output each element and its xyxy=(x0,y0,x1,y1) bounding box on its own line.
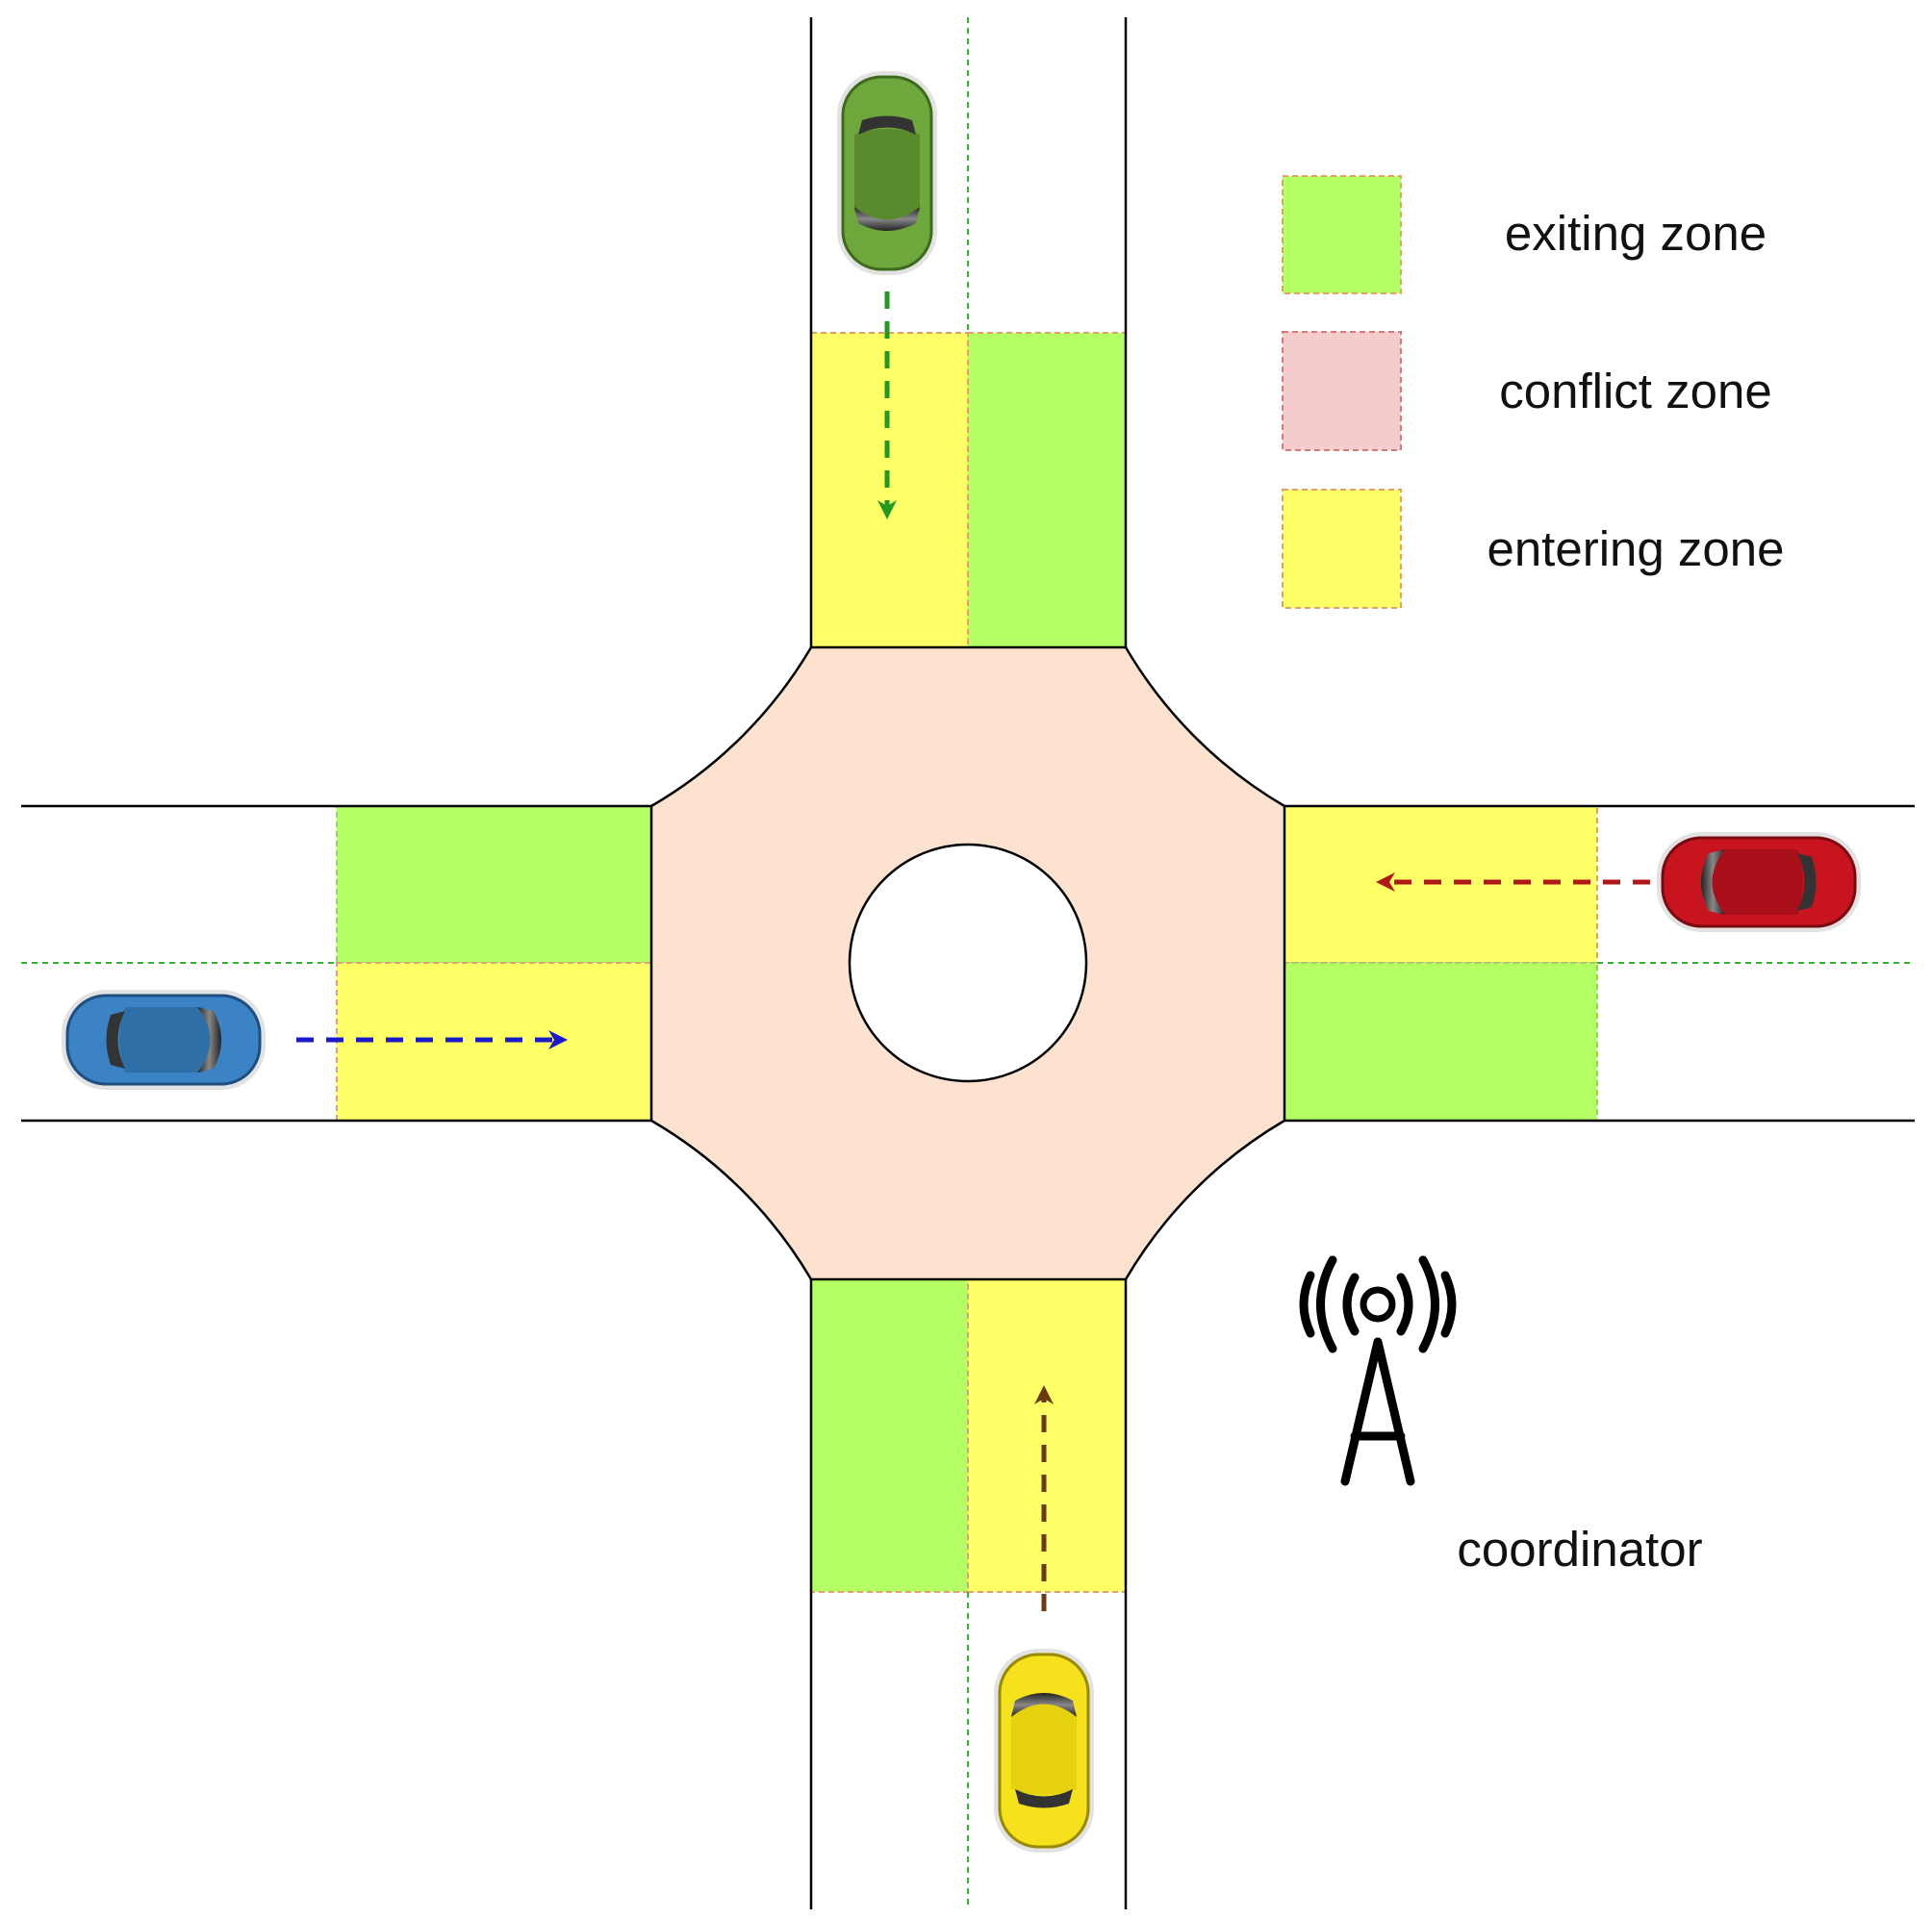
legend-label-conflict: conflict zone xyxy=(1499,364,1772,418)
legend-item-entering: entering zone xyxy=(1282,489,1785,609)
south-entering-zone xyxy=(967,1275,1127,1593)
legend-label-exiting: exiting zone xyxy=(1505,206,1767,261)
legend-item-conflict: conflict zone xyxy=(1282,331,1772,451)
east-arm-zones xyxy=(1281,805,1598,1122)
green-car xyxy=(837,71,937,275)
west-exiting-zone xyxy=(336,805,653,964)
south-arm-zones xyxy=(810,1275,1127,1593)
south-exiting-zone xyxy=(810,1275,969,1593)
west-entering-zone xyxy=(336,962,653,1122)
east-exiting-zone xyxy=(1281,962,1598,1122)
road-edges xyxy=(21,17,1915,1909)
blue-car xyxy=(62,990,266,1090)
legend-swatch-exiting xyxy=(1282,175,1402,294)
central-island xyxy=(848,843,1088,1083)
red-car xyxy=(1657,832,1861,932)
radio-tower-icon xyxy=(1299,1255,1457,1486)
west-arm-zones xyxy=(336,805,653,1122)
legend-label-entering: entering zone xyxy=(1487,521,1784,576)
legend-swatch-entering xyxy=(1282,489,1402,609)
north-arm-zones xyxy=(810,332,1127,649)
legend-swatch-conflict xyxy=(1282,331,1402,451)
north-entering-zone xyxy=(810,332,969,649)
lane-dividers xyxy=(21,17,1915,1909)
coordinator-label: coordinator xyxy=(1457,1522,1702,1577)
legend: exiting zone conflict zone entering zone xyxy=(1282,175,1785,609)
north-exiting-zone xyxy=(967,332,1127,649)
yellow-car xyxy=(994,1649,1094,1853)
legend-item-exiting: exiting zone xyxy=(1282,175,1767,294)
